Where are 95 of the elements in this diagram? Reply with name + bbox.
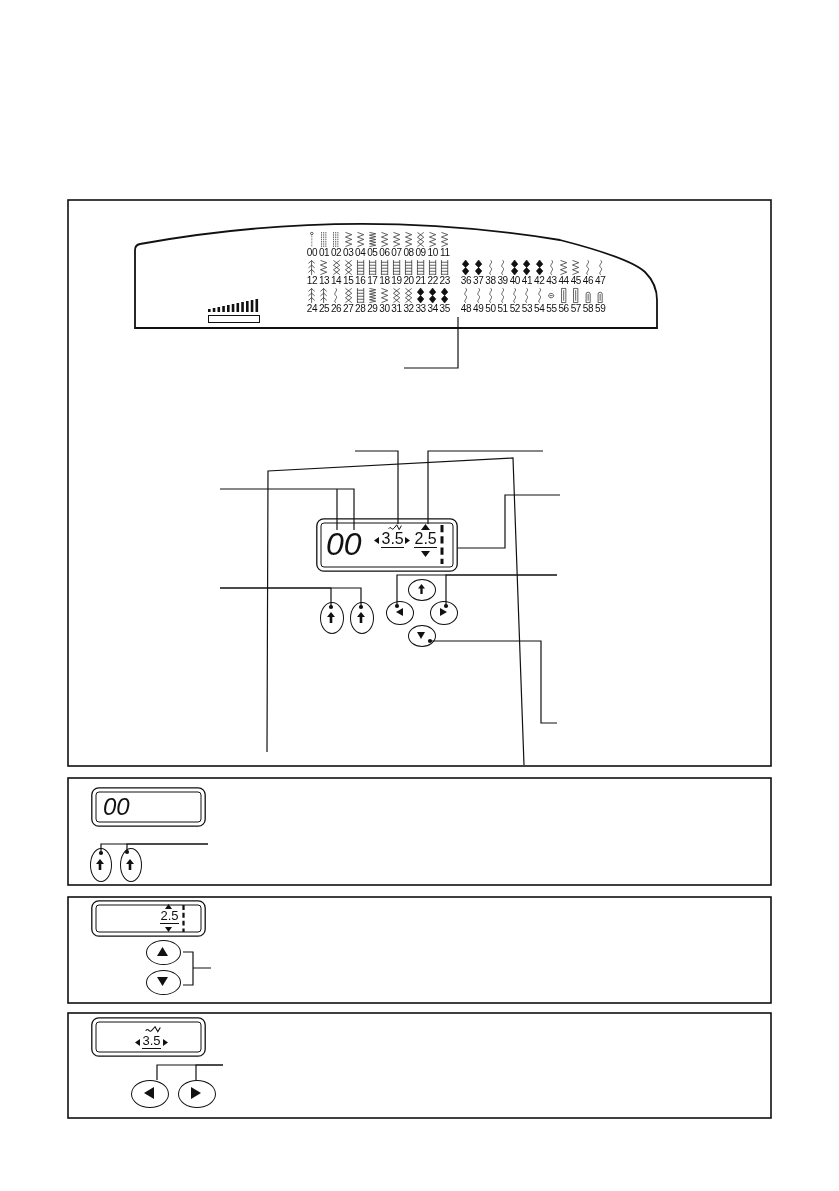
arrow-button bbox=[90, 848, 112, 882]
arrow-button bbox=[350, 602, 374, 634]
stitch-number: 04 bbox=[354, 247, 367, 258]
stitch-number: 06 bbox=[378, 247, 391, 258]
stitch-number: 27 bbox=[342, 303, 354, 314]
lcd-value: 2.5 bbox=[414, 530, 438, 548]
stitch-number: 36 bbox=[460, 275, 472, 286]
stitch-number: 05 bbox=[366, 247, 379, 258]
stitch-number: 10 bbox=[426, 247, 439, 258]
lcd-value: 2.5 bbox=[160, 909, 180, 924]
leader-line bbox=[219, 587, 364, 610]
stitch-number: 57 bbox=[570, 303, 582, 314]
lcd-value: 3.5 bbox=[142, 1034, 162, 1049]
stitch-number: 47 bbox=[594, 275, 606, 286]
stitch-number: 11 bbox=[438, 247, 451, 258]
stitch-number: 50 bbox=[484, 303, 497, 314]
stitch-number: 07 bbox=[390, 247, 403, 258]
lcd-display bbox=[91, 900, 206, 937]
stitch-number: 23 bbox=[438, 275, 451, 286]
arrow-button bbox=[386, 601, 414, 625]
stitch-number: 29 bbox=[366, 303, 379, 314]
stitch-number: 24 bbox=[306, 303, 318, 314]
arrow-button bbox=[178, 1080, 216, 1108]
stitch-number: 02 bbox=[330, 247, 342, 258]
stitch-width-indicator bbox=[372, 524, 412, 551]
stitch-number: 13 bbox=[318, 275, 330, 286]
arrow-button bbox=[146, 970, 181, 995]
stitch-number: 40 bbox=[509, 275, 521, 286]
leader-line bbox=[219, 488, 355, 531]
stitch-number: 58 bbox=[582, 303, 594, 314]
stitch-number: 37 bbox=[472, 275, 484, 286]
stitch-number: 46 bbox=[582, 275, 594, 286]
stitch-number: 12 bbox=[306, 275, 318, 286]
stitch-number: 28 bbox=[354, 303, 367, 314]
leader-line bbox=[427, 638, 558, 724]
leader-line bbox=[124, 843, 209, 855]
arrow-button bbox=[408, 579, 436, 601]
stitch-number: 19 bbox=[390, 275, 403, 286]
stitch-number: 35 bbox=[438, 303, 451, 314]
stitch-number: 59 bbox=[594, 303, 606, 314]
stitch-number: 56 bbox=[557, 303, 570, 314]
leader-line bbox=[195, 1064, 224, 1081]
stitch-number: 18 bbox=[378, 275, 391, 286]
stitch-number: 54 bbox=[533, 303, 545, 314]
leader-line bbox=[443, 574, 558, 609]
stitch-number: 49 bbox=[472, 303, 484, 314]
arrow-button bbox=[408, 625, 436, 647]
stitch-number: 45 bbox=[570, 275, 582, 286]
leader-line bbox=[457, 494, 561, 549]
stitch-number: 21 bbox=[414, 275, 427, 286]
stitch-length-indicator bbox=[159, 904, 179, 932]
stitch-number: 43 bbox=[545, 275, 558, 286]
stitch-number: 34 bbox=[426, 303, 439, 314]
stitch-length-indicator bbox=[413, 524, 438, 558]
stitch-number: 33 bbox=[414, 303, 427, 314]
stitch-number: 14 bbox=[330, 275, 342, 286]
stitch-number: 22 bbox=[426, 275, 439, 286]
lcd-digits: 00 bbox=[326, 527, 366, 561]
lcd-display bbox=[91, 787, 206, 827]
lcd-value: 3.5 bbox=[381, 530, 405, 548]
leader-line bbox=[427, 450, 544, 525]
arrow-button bbox=[131, 1080, 169, 1108]
stitch-number: 51 bbox=[496, 303, 509, 314]
stitch-number: 31 bbox=[390, 303, 403, 314]
stitch-number: 53 bbox=[521, 303, 533, 314]
stitch-number: 52 bbox=[509, 303, 521, 314]
stitch-number: 48 bbox=[460, 303, 472, 314]
stitch-number: 55 bbox=[545, 303, 558, 314]
leader-line bbox=[403, 316, 459, 369]
stitch-number: 17 bbox=[366, 275, 379, 286]
stitch-width-indicator bbox=[134, 1026, 170, 1051]
arrow-button bbox=[320, 602, 344, 634]
leader-line bbox=[354, 450, 399, 525]
stitch-number: 25 bbox=[318, 303, 330, 314]
lcd-display bbox=[316, 518, 458, 572]
stitch-number: 15 bbox=[342, 275, 354, 286]
stitch-number: 01 bbox=[318, 247, 330, 258]
stitch-number: 03 bbox=[342, 247, 354, 258]
stitch-number: 44 bbox=[557, 275, 570, 286]
arrow-button bbox=[120, 848, 142, 882]
stitch-number: 41 bbox=[521, 275, 533, 286]
stitch-number: 42 bbox=[533, 275, 545, 286]
stitch-number: 00 bbox=[306, 247, 318, 258]
stitch-number: 20 bbox=[402, 275, 415, 286]
stitch-number: 08 bbox=[402, 247, 415, 258]
stitch-number: 30 bbox=[378, 303, 391, 314]
stitch-number: 38 bbox=[484, 275, 497, 286]
arrow-button bbox=[430, 601, 458, 625]
stitch-number: 32 bbox=[402, 303, 415, 314]
stitch-number: 09 bbox=[414, 247, 427, 258]
stitch-number: 39 bbox=[496, 275, 509, 286]
stitch-number: 26 bbox=[330, 303, 342, 314]
stitch-number: 16 bbox=[354, 275, 367, 286]
arrow-button bbox=[146, 940, 181, 965]
lcd-display bbox=[91, 1017, 206, 1057]
